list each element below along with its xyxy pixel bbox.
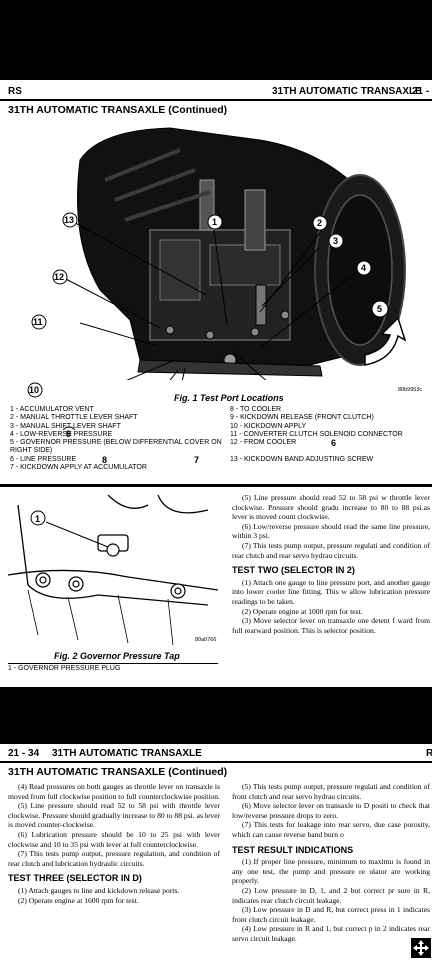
zoom-icon[interactable] — [411, 938, 431, 958]
header-title: 31TH AUTOMATIC TRANSAXLE — [272, 86, 422, 97]
paragraph: (6) Low/reverse pressure should read the… — [232, 521, 430, 541]
header-section-code: RS — [8, 86, 22, 97]
callout-11: 11 — [33, 317, 43, 327]
figure-2-legend: 1 - GOVERNOR PRESSURE PLUG — [8, 663, 218, 672]
header-page-number: 21 - 34 — [8, 748, 40, 759]
paragraph: (1) Attach one gauge to line pressure po… — [232, 577, 430, 606]
paragraph: (2) Operate engine at 1000 rpm for test. — [242, 606, 363, 616]
paragraph: (2) Low pressure in D, 1, and 2 but corr… — [232, 885, 430, 905]
manual-page-top: RS 31TH AUTOMATIC TRANSAXLE 21 - 3 31TH … — [0, 80, 432, 484]
legend-item: RIGHT SIDE) — [10, 447, 53, 455]
figure-2-governor-illustration — [8, 495, 218, 645]
header-rule — [0, 761, 432, 763]
paragraph: (7) This tests for leakage into rear ser… — [232, 820, 430, 839]
paragraph: (5) Line pressure should read 52 to 58 p… — [8, 801, 220, 830]
callout-2: 2 — [317, 218, 323, 228]
legend-item: 1 - ACCUMULATOR VENT — [10, 406, 94, 413]
callout-8: 8 — [102, 455, 108, 465]
paragraph: (1) If proper line pressure, minimum to … — [232, 857, 430, 886]
figure-1-caption: Fig. 1 Test Port Locations — [174, 393, 284, 403]
figure-2-id: 80a0766 — [195, 637, 217, 643]
test-two-heading: TEST TWO (SELECTOR IN 2) — [232, 565, 355, 576]
paragraph: (3) Move selector lever on transaxle one… — [232, 616, 430, 635]
figure-1-transaxle-illustration — [61, 127, 407, 380]
callout-13: 13 — [64, 215, 75, 225]
figure-2-callout-1: 1 — [35, 514, 41, 524]
legend-item: 11 - CONVERTER CLUTCH SOLENOID CONNECTOR — [230, 430, 403, 438]
callout-7: 7 — [194, 455, 200, 465]
callout-6: 6 — [331, 438, 337, 448]
header-section-code: R — [426, 748, 432, 759]
legend-item: 4 - LOW-REVERSE PRESSURE — [10, 430, 113, 438]
manual-page-middle: 1 80a0766 Fig. 2 Governor Pressure Tap 1… — [0, 487, 432, 687]
legend-item: 12 - FROM COOLER — [230, 439, 297, 447]
figure-1-id: 80b9953c — [398, 387, 423, 393]
paragraph: (4) Read pressures on both gauges as thr… — [8, 782, 220, 801]
callout-12: 12 — [54, 272, 65, 282]
legend-item: 13 - KICKDOWN BAND ADJUSTING SCREW — [230, 455, 374, 463]
test-result-heading: TEST RESULT INDICATIONS — [232, 844, 354, 855]
legend-item — [230, 447, 403, 455]
test-three-heading: TEST THREE (SELECTOR IN D) — [8, 873, 142, 884]
legend-item: 9 - KICKDOWN RELEASE (FRONT CLUTCH) — [230, 414, 374, 422]
page-2-right-column: (5) Line pressure should read 52 to 58 p… — [232, 493, 430, 635]
legend-item: 2 - MANUAL THROTTLE LEVER SHAFT — [10, 414, 138, 422]
legend-item: 8 - TO COOLER — [230, 406, 282, 413]
header-page-number: 21 - 3 — [412, 86, 432, 97]
callout-4: 4 — [361, 263, 367, 273]
legend-item: 6 - LINE PRESSURE — [10, 455, 77, 463]
legend-item: 7 - KICKDOWN APPLY AT ACCUMULATOR — [10, 464, 147, 472]
callout-5: 5 — [377, 304, 383, 314]
paragraph: (2) Operate engine at 1600 rpm for test. — [18, 895, 139, 905]
paragraph: (6) Move selector lever on transaxle to … — [232, 801, 430, 820]
paragraph: (5) This tests pump output, pressure reg… — [232, 782, 430, 801]
callout-9: 9 — [66, 429, 72, 439]
header-title: 31TH AUTOMATIC TRANSAXLE — [52, 748, 202, 759]
callout-10: 10 — [29, 385, 40, 395]
page-3-right-column: (5) This tests pump output, pressure reg… — [232, 782, 430, 944]
manual-page-bottom: 21 - 34 31TH AUTOMATIC TRANSAXLE R 31TH … — [0, 744, 432, 960]
page-3-left-column: (4) Read pressures on both gauges as thr… — [8, 782, 220, 905]
header-rule — [0, 99, 432, 101]
legend-item: 5 - GOVERNOR PRESSURE (BELOW DIFFERENTIA… — [10, 439, 222, 447]
legend-item: 3 - MANUAL SHIFT LEVER SHAFT — [10, 422, 121, 430]
page-header: RS 31TH AUTOMATIC TRANSAXLE 21 - 3 — [0, 86, 432, 101]
paragraph: (7) This tests pump output, pressure reg… — [8, 849, 220, 868]
figure-1-callouts — [27, 212, 389, 430]
page-header: 21 - 34 31TH AUTOMATIC TRANSAXLE R — [0, 748, 432, 763]
paragraph: (3) Low pressure in D and R, but correct… — [232, 905, 430, 924]
paragraph: (5) Line pressure should read 52 to 58 p… — [232, 493, 430, 522]
paragraph: (1) Attach gauges to line and kickdown r… — [18, 885, 180, 895]
callout-3: 3 — [333, 236, 339, 246]
callout-1: 1 — [212, 217, 218, 227]
legend-item: 10 - KICKDOWN APPLY — [230, 422, 307, 430]
paragraph: (4) Low pressure in R and 1, but correct… — [232, 924, 430, 943]
paragraph: (7) This tests pump output, pressure reg… — [232, 540, 430, 560]
paragraph: (6) Lubrication pressure should be 10 to… — [8, 829, 220, 849]
section-title: 31TH AUTOMATIC TRANSAXLE (Continued) — [8, 766, 228, 778]
section-title: 31TH AUTOMATIC TRANSAXLE (Continued) — [8, 104, 228, 116]
figure-2-caption: Fig. 2 Governor Pressure Tap — [54, 651, 180, 661]
